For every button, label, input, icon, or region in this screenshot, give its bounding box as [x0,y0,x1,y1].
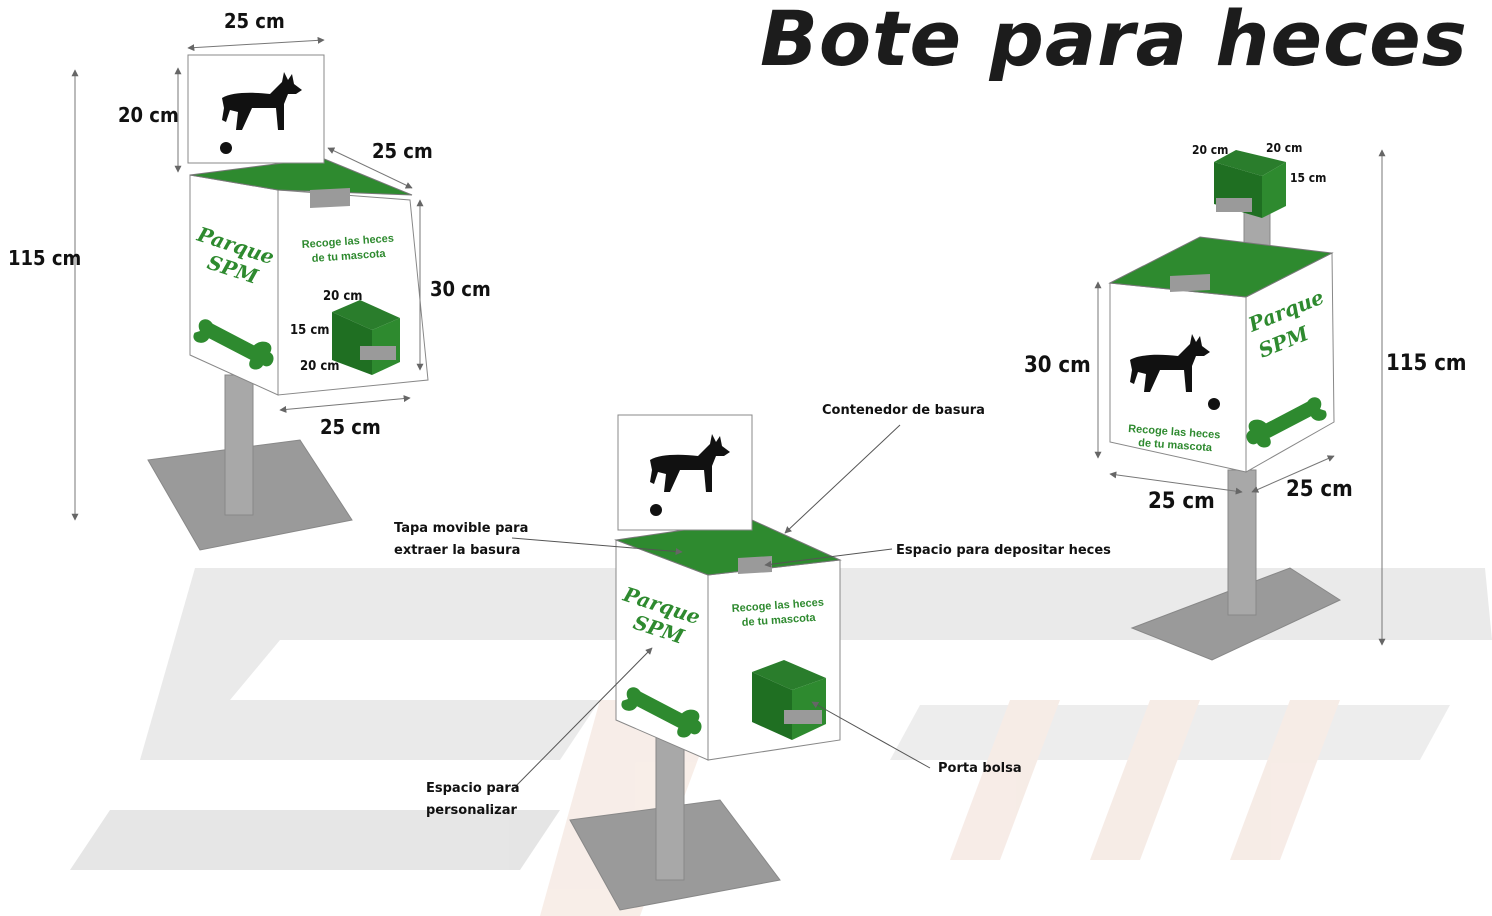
left-bag-depth-label: 20 cm [300,359,339,374]
page-title: Bote para heces [760,0,1468,83]
right-bag-depth-label: 20 cm [1266,141,1302,155]
left-box-height-label: 30 cm [430,277,491,301]
right-box-height-label: 30 cm [1024,353,1091,378]
right-width-label: 25 cm [1148,489,1215,514]
center-message-line2: de tu mascota [741,612,817,629]
floor-watermark [70,568,1492,916]
left-bottom-width-label: 25 cm [320,415,381,439]
callout-custom-line1: Espacio para [426,781,520,796]
right-message-line2: de tu mascota [1138,437,1214,454]
left-top-width-label: 25 cm [224,9,285,33]
left-bag-width-label: 20 cm [323,289,362,304]
right-depth-label: 25 cm [1286,477,1353,502]
callout-bag: Porta bolsa [938,761,1022,776]
callout-container: Contenedor de basura [822,403,985,418]
left-bag-height-label: 15 cm [290,323,329,338]
left-message-line2: de tu mascota [311,248,387,265]
right-height-label: 115 cm [1386,351,1467,376]
callout-lid-line2: extraer la basura [394,543,520,558]
center-unit: Parque SPM Recoge las heces de tu mascot… [394,403,1111,911]
callout-deposit: Espacio para depositar heces [896,543,1111,558]
right-bag-width-label: 20 cm [1192,143,1228,157]
left-height-label: 115 cm [8,246,81,270]
left-sign-height-label: 20 cm [118,103,179,127]
left-top-depth-label: 25 cm [372,139,433,163]
left-unit: Parque SPM Recoge las heces de tu mascot… [8,9,491,551]
callout-custom-line2: personalizar [426,803,517,818]
callout-lid-line1: Tapa movible para [394,521,528,536]
right-unit: Recoge las heces de tu mascota Parque SP… [1024,141,1467,661]
right-bag-height-label: 15 cm [1290,171,1326,185]
